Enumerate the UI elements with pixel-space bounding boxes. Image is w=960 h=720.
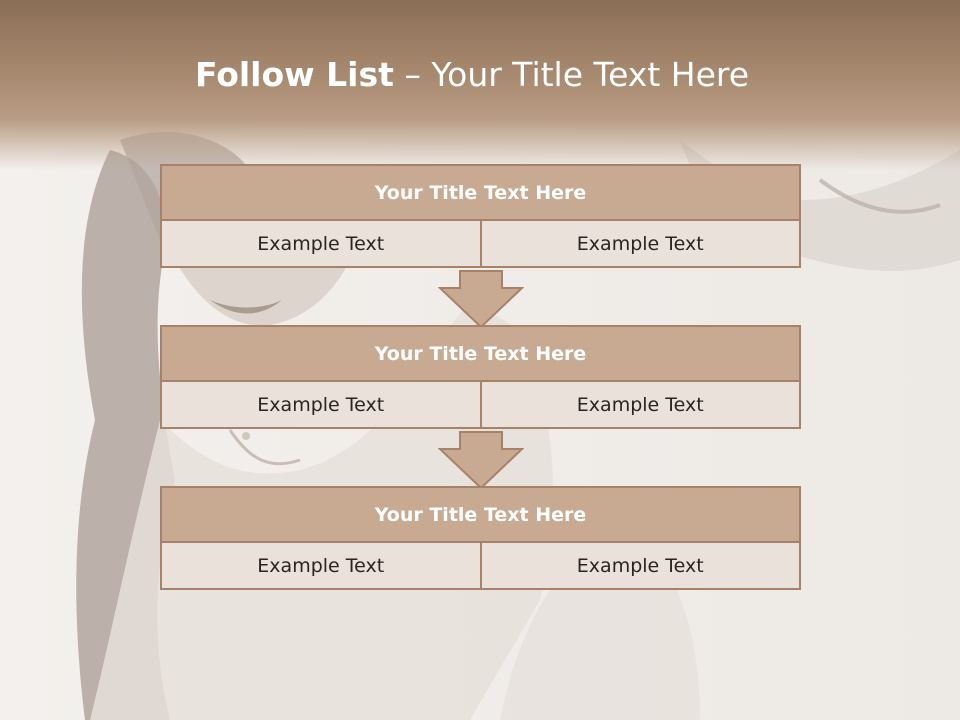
block-row: Example Text Example Text [160,380,801,429]
down-arrow-icon [438,431,524,489]
slide-title: Follow List – Your Title Text Here [0,55,944,94]
block-cell-right[interactable]: Example Text [479,219,801,268]
block-cell-right[interactable]: Example Text [479,380,801,429]
slide-title-rest: – Your Title Text Here [393,55,750,94]
list-block-3: Your Title Text Here Example Text Exampl… [160,486,801,590]
slide-title-bold: Follow List [194,55,394,94]
block-cell-left[interactable]: Example Text [160,219,482,268]
block-title[interactable]: Your Title Text Here [160,325,801,382]
list-block-2: Your Title Text Here Example Text Exampl… [160,325,801,429]
block-row: Example Text Example Text [160,219,801,268]
list-block-1: Your Title Text Here Example Text Exampl… [160,164,801,268]
header-band [0,0,960,170]
block-title[interactable]: Your Title Text Here [160,486,801,543]
block-cell-right[interactable]: Example Text [479,541,801,590]
block-row: Example Text Example Text [160,541,801,590]
block-cell-left[interactable]: Example Text [160,380,482,429]
block-cell-left[interactable]: Example Text [160,541,482,590]
block-title[interactable]: Your Title Text Here [160,164,801,221]
down-arrow-icon [438,270,524,328]
